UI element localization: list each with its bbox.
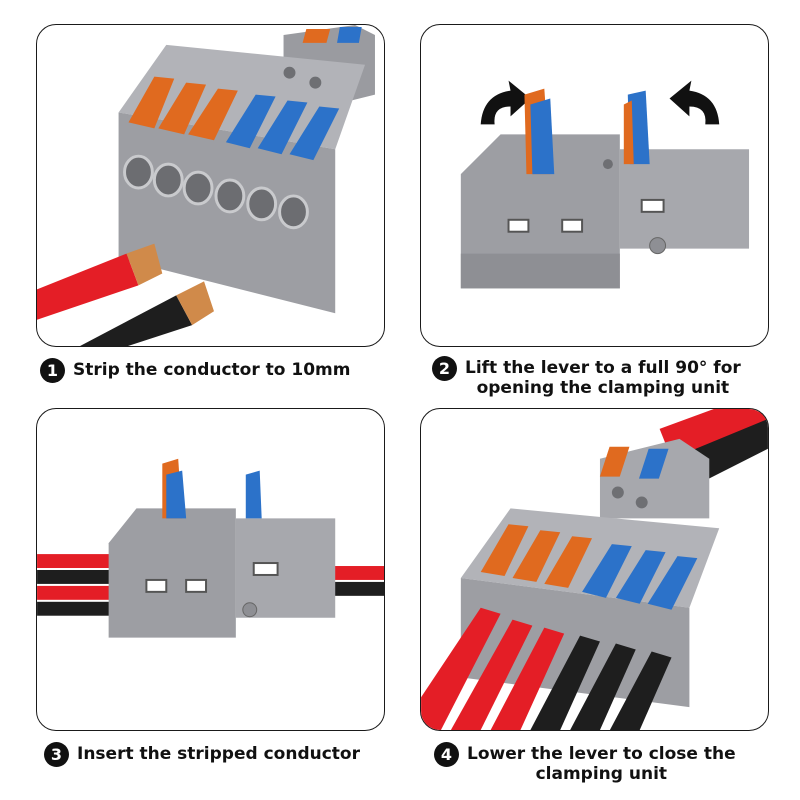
step-1-caption: 1 Strip the conductor to 10mm xyxy=(40,358,351,383)
step-4-caption: 4 Lower the lever to close the clamping … xyxy=(434,742,736,784)
step-4-image-panel xyxy=(420,408,769,731)
step-number-badge: 2 xyxy=(432,356,457,381)
step-3-image-panel xyxy=(36,408,385,731)
step-1-image-panel xyxy=(36,24,385,347)
right-wires xyxy=(325,566,384,596)
blue-levers xyxy=(225,94,340,161)
rotate-right-arrow-icon xyxy=(669,80,720,125)
red-wire xyxy=(37,243,163,320)
rotate-left-arrow-icon xyxy=(480,80,531,125)
step-text: Strip the conductor to 10mm xyxy=(73,360,351,380)
step-2-image-panel xyxy=(420,24,769,347)
left-wires xyxy=(37,554,117,616)
connector-with-stripped-wires-illustration xyxy=(37,25,375,346)
blue-levers-closed xyxy=(582,544,698,610)
step-text: Lift the lever to a full 90° for opening… xyxy=(465,358,741,398)
inserted-conductor-illustration xyxy=(37,458,384,638)
step-text: Insert the stripped conductor xyxy=(77,744,360,764)
front-wires xyxy=(421,607,672,730)
black-wire xyxy=(80,281,214,346)
step-2-caption: 2 Lift the lever to a full 90° for openi… xyxy=(432,356,741,398)
step-number-badge: 4 xyxy=(434,742,459,767)
step-3-caption: 3 Insert the stripped conductor xyxy=(44,742,360,767)
step-text: Lower the lever to close the clamping un… xyxy=(467,744,736,784)
lifting-levers-illustration xyxy=(460,80,750,289)
step-number-badge: 1 xyxy=(40,358,65,383)
step-number-badge: 3 xyxy=(44,742,69,767)
orange-levers xyxy=(128,76,238,141)
closed-levers-with-wires-illustration xyxy=(421,409,768,730)
orange-levers-closed xyxy=(480,524,593,588)
